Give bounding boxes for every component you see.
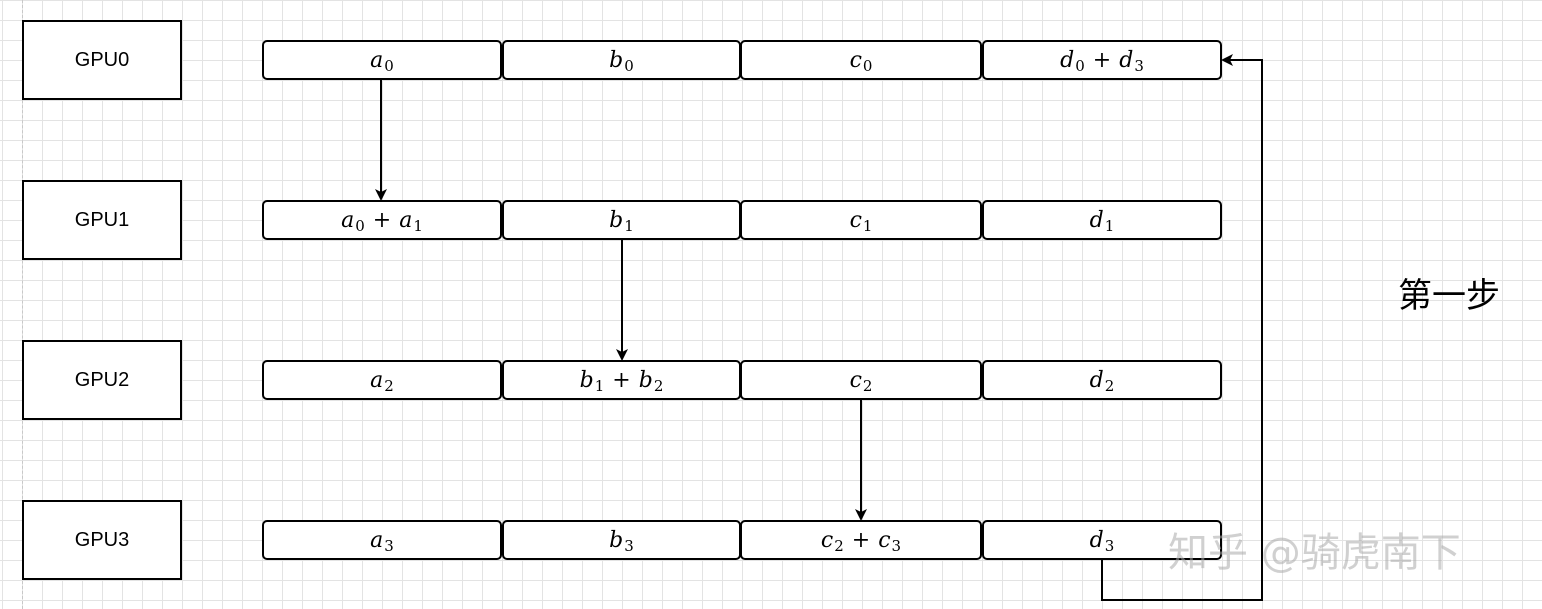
arrow-d3-to-gpu0 [1101, 54, 1263, 601]
step-label: 第一步 [1398, 276, 1500, 316]
gpu1-label-box: GPU1 [22, 180, 182, 260]
gpu3-label-box: GPU3 [22, 500, 182, 580]
gpu0-label-box: GPU0 [22, 20, 182, 100]
gpu2-label-box: GPU2 [22, 340, 182, 420]
dashed-guide-line [22, 0, 23, 609]
watermark-text: 知乎 @骑虎南下 [1168, 530, 1461, 576]
